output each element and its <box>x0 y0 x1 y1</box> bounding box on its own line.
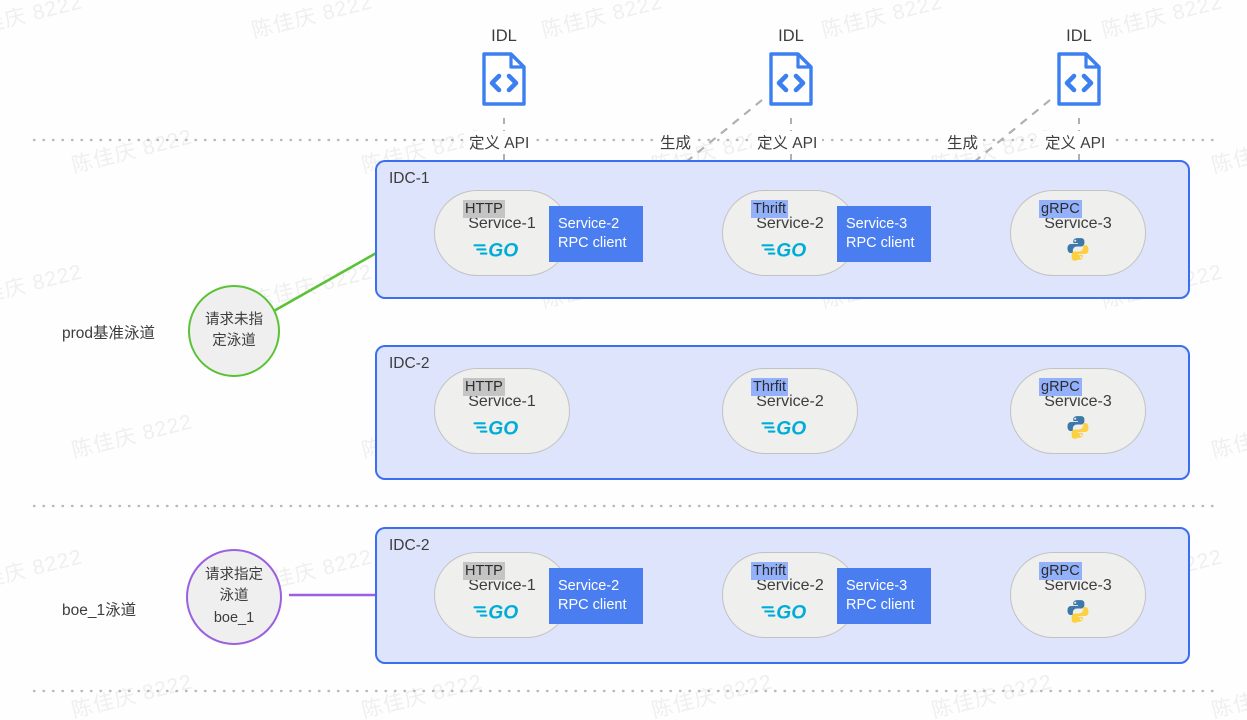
watermark-text: 陈佳庆 8222 <box>649 670 775 720</box>
idl-node: IDL <box>459 28 549 112</box>
golang-logo-icon: GO <box>761 416 819 438</box>
svg-text:GO: GO <box>776 418 806 438</box>
idc-title: IDC-1 <box>389 170 430 187</box>
watermark-text: 陈佳庆 8222 <box>1209 670 1247 720</box>
idl-label: IDL <box>1066 27 1092 45</box>
request-entry-line: 定泳道 <box>212 333 256 349</box>
protocol-badge: HTTP <box>463 200 505 219</box>
watermark-text: 陈佳庆 8222 <box>929 670 1055 720</box>
request-entry-circle[interactable]: 请求未指定泳道 <box>188 285 280 377</box>
idl-document-code-icon <box>480 51 528 107</box>
service-name: Service-3 <box>1044 392 1112 410</box>
python-logo-icon <box>1066 237 1090 261</box>
service-name: Service-2 <box>756 392 824 410</box>
svg-text:GO: GO <box>488 240 518 260</box>
service-name: Service-3 <box>1044 214 1112 232</box>
rpc-client-line: Service-3 <box>846 578 908 595</box>
python-logo-icon <box>1066 415 1090 439</box>
protocol-badge: Thrfit <box>751 378 789 397</box>
golang-logo-icon: GO <box>761 238 819 260</box>
rpc-client-line: RPC client <box>846 235 915 251</box>
rpc-client-line: RPC client <box>558 235 627 251</box>
svg-text:GO: GO <box>488 602 518 622</box>
protocol-badge: gRPC <box>1039 562 1082 581</box>
protocol-badge: gRPC <box>1039 200 1082 219</box>
watermark-text: 陈佳庆 8222 <box>0 545 85 598</box>
request-entry-line: boe_1 <box>213 609 255 626</box>
idl-document-code-icon <box>767 51 815 107</box>
python-logo-icon <box>1066 599 1090 623</box>
svg-text:GO: GO <box>776 240 806 260</box>
watermark-text: 陈佳庆 8222 <box>0 260 85 313</box>
rpc-client-line: Service-2 <box>558 578 620 595</box>
golang-logo-icon: GO <box>473 238 531 260</box>
edge-caption: 生成 <box>942 131 984 153</box>
edge-caption: 定义 API <box>1040 131 1111 153</box>
protocol-badge: Thrift <box>751 562 789 581</box>
request-entry-line: 泳道 <box>219 588 249 605</box>
request-entry-line: 请求未指 <box>205 311 263 328</box>
svg-text:GO: GO <box>488 418 518 438</box>
rpc-client-line: RPC client <box>558 597 627 613</box>
protocol-badge: HTTP <box>463 562 505 581</box>
watermark-text: 陈佳庆 8222 <box>249 0 375 43</box>
svg-text:GO: GO <box>776 602 806 622</box>
watermark-text: 陈佳庆 8222 <box>69 125 195 178</box>
watermark-text: 陈佳庆 8222 <box>0 0 85 43</box>
golang-logo-icon: GO <box>473 600 531 622</box>
watermark-text: 陈佳庆 8222 <box>359 670 485 720</box>
rpc-client-line: Service-2 <box>558 216 620 233</box>
edge-caption: 定义 API <box>464 131 535 153</box>
service-name: Service-1 <box>468 214 536 232</box>
service-name: Service-2 <box>756 214 824 232</box>
service-name: Service-2 <box>756 576 824 594</box>
service-name: Service-1 <box>468 392 536 410</box>
watermark-text: 陈佳庆 8222 <box>1209 125 1247 178</box>
idl-label: IDL <box>778 27 804 45</box>
rpc-client-line: RPC client <box>846 597 915 613</box>
idl-label: IDL <box>491 27 517 45</box>
watermark-text: 陈佳庆 8222 <box>539 0 665 43</box>
watermark-text: 陈佳庆 8222 <box>69 410 195 463</box>
swimlane-label: prod基准泳道 <box>62 325 156 342</box>
request-entry-line: 请求指定 <box>205 567 263 584</box>
swimlane-label: boe_1泳道 <box>62 602 137 619</box>
edge-caption: 生成 <box>655 131 697 153</box>
idc-title: IDC-2 <box>389 355 430 372</box>
idc-title: IDC-2 <box>389 537 430 554</box>
protocol-badge: HTTP <box>463 378 505 397</box>
watermark-text: 陈佳庆 8222 <box>1209 410 1247 463</box>
rpc-client-line: Service-3 <box>846 216 908 233</box>
service-name: Service-1 <box>468 576 536 594</box>
golang-logo-icon: GO <box>473 416 531 438</box>
golang-logo-icon: GO <box>761 600 819 622</box>
watermark-text: 陈佳庆 8222 <box>69 670 195 720</box>
request-entry-circle[interactable]: 请求指定泳道 boe_1 <box>186 549 282 645</box>
idl-document-code-icon <box>1055 51 1103 107</box>
idl-node: IDL <box>1034 28 1124 112</box>
protocol-badge: Thrift <box>751 200 789 219</box>
service-name: Service-3 <box>1044 576 1112 594</box>
edge-caption: 定义 API <box>752 131 823 153</box>
idl-node: IDL <box>746 28 836 112</box>
watermark-text: 陈佳庆 8222 <box>819 0 945 43</box>
protocol-badge: gRPC <box>1039 378 1082 397</box>
